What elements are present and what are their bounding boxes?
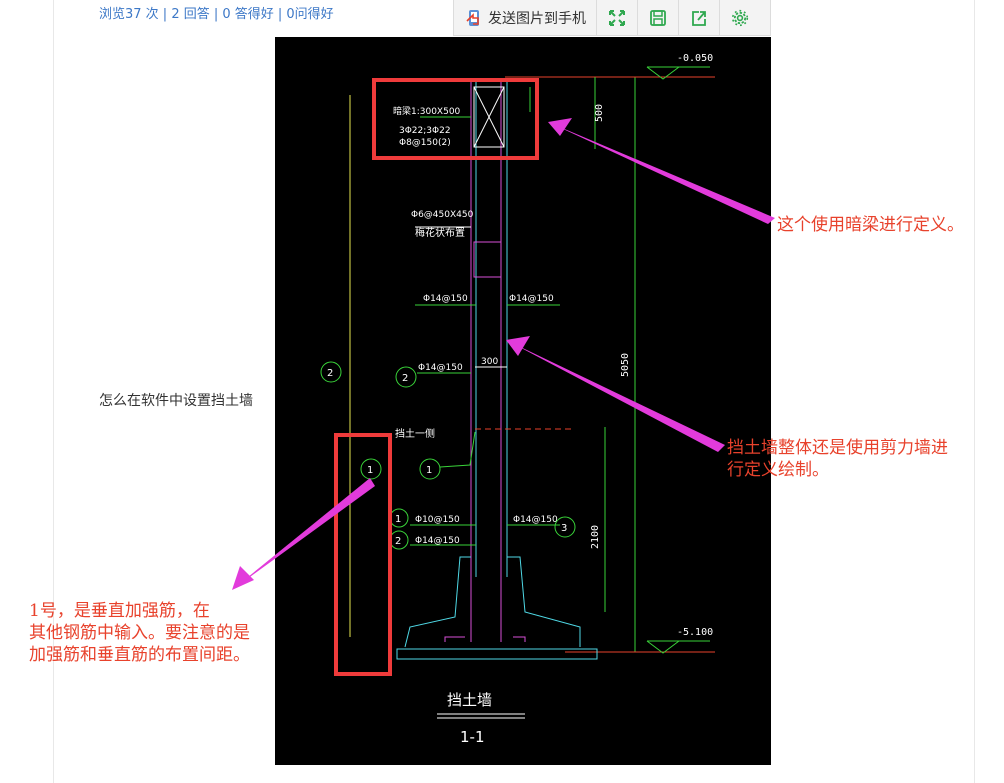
save-button[interactable] (638, 0, 679, 35)
dim-500-label: 500 (594, 104, 605, 122)
fullscreen-button[interactable] (597, 0, 638, 35)
section-label: 1-1 (460, 728, 485, 746)
callout-3: 3 (561, 523, 567, 534)
send-to-phone-label: 发送图片到手机 (488, 10, 586, 27)
beam-label-1: 暗梁1:300X500 (393, 105, 461, 117)
shear-wall-note: 挡土墙整体还是使用剪力墙进 行定义绘制。 (727, 437, 948, 481)
dim-5050-label: 5050 (620, 353, 631, 377)
drawing-title: 挡土墙 (447, 691, 492, 709)
save-icon (650, 9, 666, 26)
content-frame (53, 0, 975, 783)
tie-label-1: Φ6@450X450 (411, 210, 474, 220)
rebar-note-line1: 1号，是垂直加强筋，在 (29, 601, 210, 621)
settings-button[interactable] (720, 0, 760, 35)
callout-1-left: 1 (367, 465, 373, 476)
callout-1-mid: 1 (426, 465, 432, 476)
dim-300-label: 300 (481, 357, 498, 367)
rebar-label-2: Φ14@150 (418, 363, 463, 373)
beam-label-3: Φ8@150(2) (399, 138, 451, 148)
hidden-beam-note: 这个使用暗梁进行定义。 (777, 214, 964, 236)
rebar-label-14-right: Φ14@150 (513, 515, 558, 525)
callout-2-mid: 2 (402, 373, 408, 384)
dim-2100-label: 2100 (590, 525, 601, 549)
hidden-beam-note-text: 这个使用暗梁进行定义。 (777, 215, 964, 235)
rebar-note: 1号，是垂直加强筋，在 其他钢筋中输入。要注意的是 加强筋和垂直筋的布置间距。 (29, 600, 250, 666)
cad-drawing-image: -0.050 -5.100 500 5050 2100 (275, 37, 771, 765)
tie-label-2: 梅花状布置 (415, 226, 465, 239)
share-icon (692, 10, 706, 26)
shear-wall-note-line1: 挡土墙整体还是使用剪力墙进 (727, 438, 948, 458)
callout-2-lower: 2 (395, 536, 401, 547)
retaining-wall-section-drawing: -0.050 -5.100 500 5050 2100 (320, 53, 715, 746)
send-to-phone-button[interactable]: 发送图片到手机 (454, 0, 597, 35)
question-text: 怎么在软件中设置挡土墙 (99, 393, 253, 409)
fullscreen-icon (609, 9, 625, 26)
question-stats: 浏览37 次 | 2 回答 | 0 答得好 | 0问得好 (99, 7, 334, 22)
rebar-label-14-lower: Φ14@150 (415, 536, 460, 546)
share-button[interactable] (679, 0, 720, 35)
rebar-label-left: Φ14@150 (423, 294, 468, 304)
image-toolbar: 发送图片到手机 (453, 0, 771, 36)
callout-1-lower: 1 (395, 514, 401, 525)
elev-top-label: -0.050 (677, 53, 713, 64)
settings-icon (731, 9, 749, 26)
callout-2-left: 2 (327, 368, 333, 379)
elev-bottom-label: -5.100 (677, 627, 713, 638)
soil-side-label: 挡土一侧 (395, 427, 435, 440)
rebar-note-line3: 加强筋和垂直筋的布置间距。 (29, 645, 250, 665)
rebar-label-right: Φ14@150 (509, 294, 554, 304)
shear-wall-note-line2: 行定义绘制。 (727, 460, 829, 480)
rebar-label-10: Φ10@150 (415, 515, 460, 525)
phone-icon (466, 9, 479, 26)
rebar-note-line2: 其他钢筋中输入。要注意的是 (29, 623, 250, 643)
beam-label-2: 3Φ22;3Φ22 (399, 126, 451, 136)
